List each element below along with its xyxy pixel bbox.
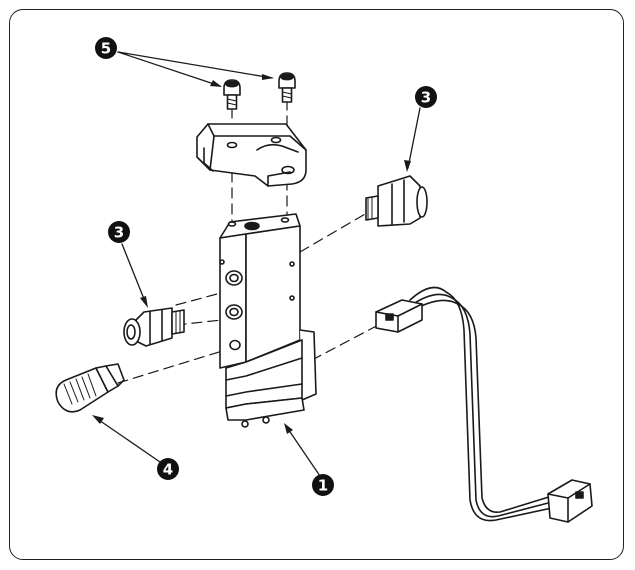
wire-harness [409, 286, 553, 522]
screw-left [223, 79, 241, 110]
figure-frame [9, 9, 624, 560]
silencer [55, 363, 125, 413]
arrowheads [92, 74, 411, 434]
solenoid-valve [219, 213, 317, 428]
fitting-right [365, 175, 428, 227]
leader-lines [95, 51, 421, 477]
fitting-left [123, 307, 185, 347]
callout-label-valve-body: 1 [318, 477, 328, 495]
mounting-bracket [196, 123, 307, 187]
connector-lower [547, 479, 593, 523]
callout-valve-body: 1 [312, 474, 334, 496]
callout-label-fitting-right: 3 [421, 89, 431, 107]
connector-upper [375, 299, 423, 333]
callout-fitting-right: 3 [415, 86, 437, 108]
callout-label-fitting-left: 3 [114, 224, 124, 242]
callout-label-silencer: 4 [163, 461, 173, 479]
callout-silencer: 4 [157, 458, 179, 480]
callout-fitting-left: 3 [108, 221, 130, 243]
callout-label-screws: 5 [101, 40, 111, 58]
screw-right [278, 72, 296, 103]
callout-screws: 5 [95, 37, 117, 59]
